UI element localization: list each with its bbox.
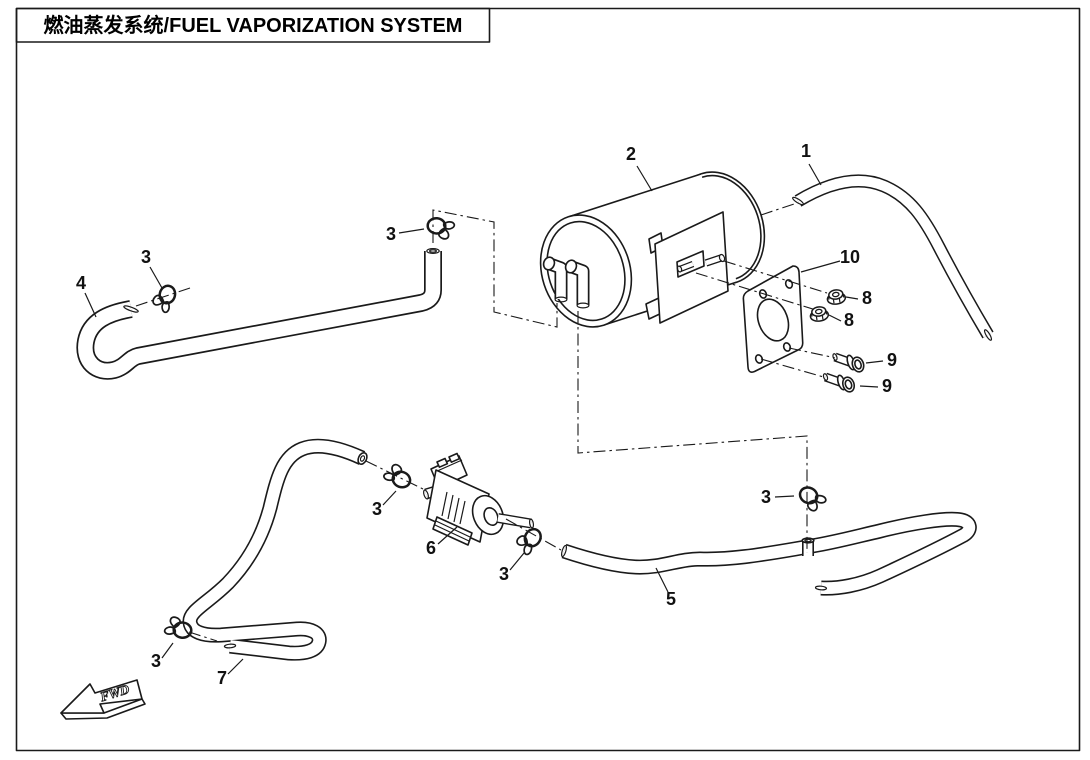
- callout-leaders: [84, 163, 884, 675]
- centerline: [432, 209, 558, 328]
- callout-nut-8a: 8: [862, 288, 872, 308]
- page-border: [15, 7, 1081, 752]
- mounting-plate: [742, 265, 804, 373]
- canister-front-rim: [546, 220, 626, 322]
- canister-elbow-fittings: [542, 256, 590, 309]
- centerline: [695, 272, 817, 311]
- centerline: [577, 311, 808, 553]
- hose-end-rim: [814, 585, 828, 591]
- plate-hole: [754, 354, 764, 364]
- fwd-arrow: FWD: [60, 679, 146, 720]
- hose-end-rim: [357, 452, 368, 465]
- bracket-stud: [718, 253, 726, 263]
- centerline: [135, 287, 191, 307]
- callout-numbers: 2 1 10 8 8 9 9 3 3 4 3 6 3 3 5 3 7: [76, 141, 897, 688]
- centerline: [188, 631, 218, 642]
- hose-4: [76, 248, 442, 380]
- callout-clamp-3b: 3: [141, 247, 151, 267]
- page-title: 燃油蒸发系统/FUEL VAPORIZATION SYSTEM: [44, 13, 463, 37]
- callout-bolt-9a: 9: [887, 350, 897, 370]
- canister: [539, 171, 766, 328]
- callout-hose-7: 7: [217, 668, 227, 688]
- elbow-outlet-rim: [554, 296, 568, 303]
- callout-nut-8b: 8: [844, 310, 854, 330]
- assembly-centerlines: [135, 203, 837, 642]
- fwd-arrow-face: [60, 679, 143, 714]
- hose-end-rim: [426, 248, 440, 255]
- spring-clamp: [512, 522, 545, 559]
- callout-hose-5: 5: [666, 589, 676, 609]
- hose-5: [560, 511, 977, 596]
- flange-bolt: [832, 352, 865, 373]
- bracket-pin: [676, 265, 683, 273]
- valve-left-nozzle-rim: [423, 489, 429, 500]
- callout-plate-10: 10: [840, 247, 860, 267]
- purge-valve: [423, 452, 535, 546]
- canister-bracket: [645, 211, 729, 324]
- plate-hole: [784, 279, 794, 289]
- plate-hole: [782, 342, 792, 352]
- valve-hub: [483, 507, 499, 526]
- hose-end-bore: [359, 455, 366, 462]
- valve-ribs: [441, 491, 466, 525]
- elbow-cap: [542, 256, 556, 271]
- centerline: [723, 260, 828, 294]
- hose-end-bore: [429, 249, 438, 253]
- tee-stub-bore: [804, 538, 812, 543]
- centerline: [760, 203, 795, 216]
- elbow-cap: [564, 259, 578, 274]
- elbow-outlet-rim: [576, 302, 590, 309]
- plate-center-hole: [756, 298, 790, 342]
- callout-clamp-3a: 3: [386, 224, 396, 244]
- spring-clamp: [149, 281, 179, 315]
- centerline: [788, 347, 837, 359]
- centerline: [760, 358, 828, 379]
- callout-valve-6: 6: [426, 538, 436, 558]
- hose-end-rim: [123, 305, 139, 313]
- hose-7: [182, 438, 368, 661]
- flange-nut: [825, 287, 847, 307]
- spring-clamp: [380, 460, 416, 491]
- flange-bolt: [822, 372, 856, 393]
- centerline: [505, 518, 562, 551]
- plate-hole: [758, 289, 768, 299]
- callout-clamp-3d: 3: [499, 564, 509, 584]
- callout-clamp-3c: 3: [372, 499, 382, 519]
- hose-end-rim: [983, 329, 993, 341]
- callout-bolt-9b: 9: [882, 376, 892, 396]
- spring-clamp: [425, 216, 457, 241]
- callout-clamp-3f: 3: [151, 651, 161, 671]
- flange-nut: [808, 304, 830, 324]
- callout-hose-4: 4: [76, 273, 86, 293]
- hose-end-rim: [560, 544, 568, 558]
- title-box: [15, 7, 491, 43]
- callout-clamp-3e: 3: [761, 487, 771, 507]
- hose-end-rim: [792, 196, 804, 206]
- valve-right-nozzle-rim: [528, 518, 535, 529]
- spring-clamp: [794, 483, 830, 516]
- hose-1: [792, 174, 994, 341]
- callout-hose-1: 1: [801, 141, 811, 161]
- hose-end-rim: [223, 643, 237, 649]
- callout-canister: 2: [626, 144, 636, 164]
